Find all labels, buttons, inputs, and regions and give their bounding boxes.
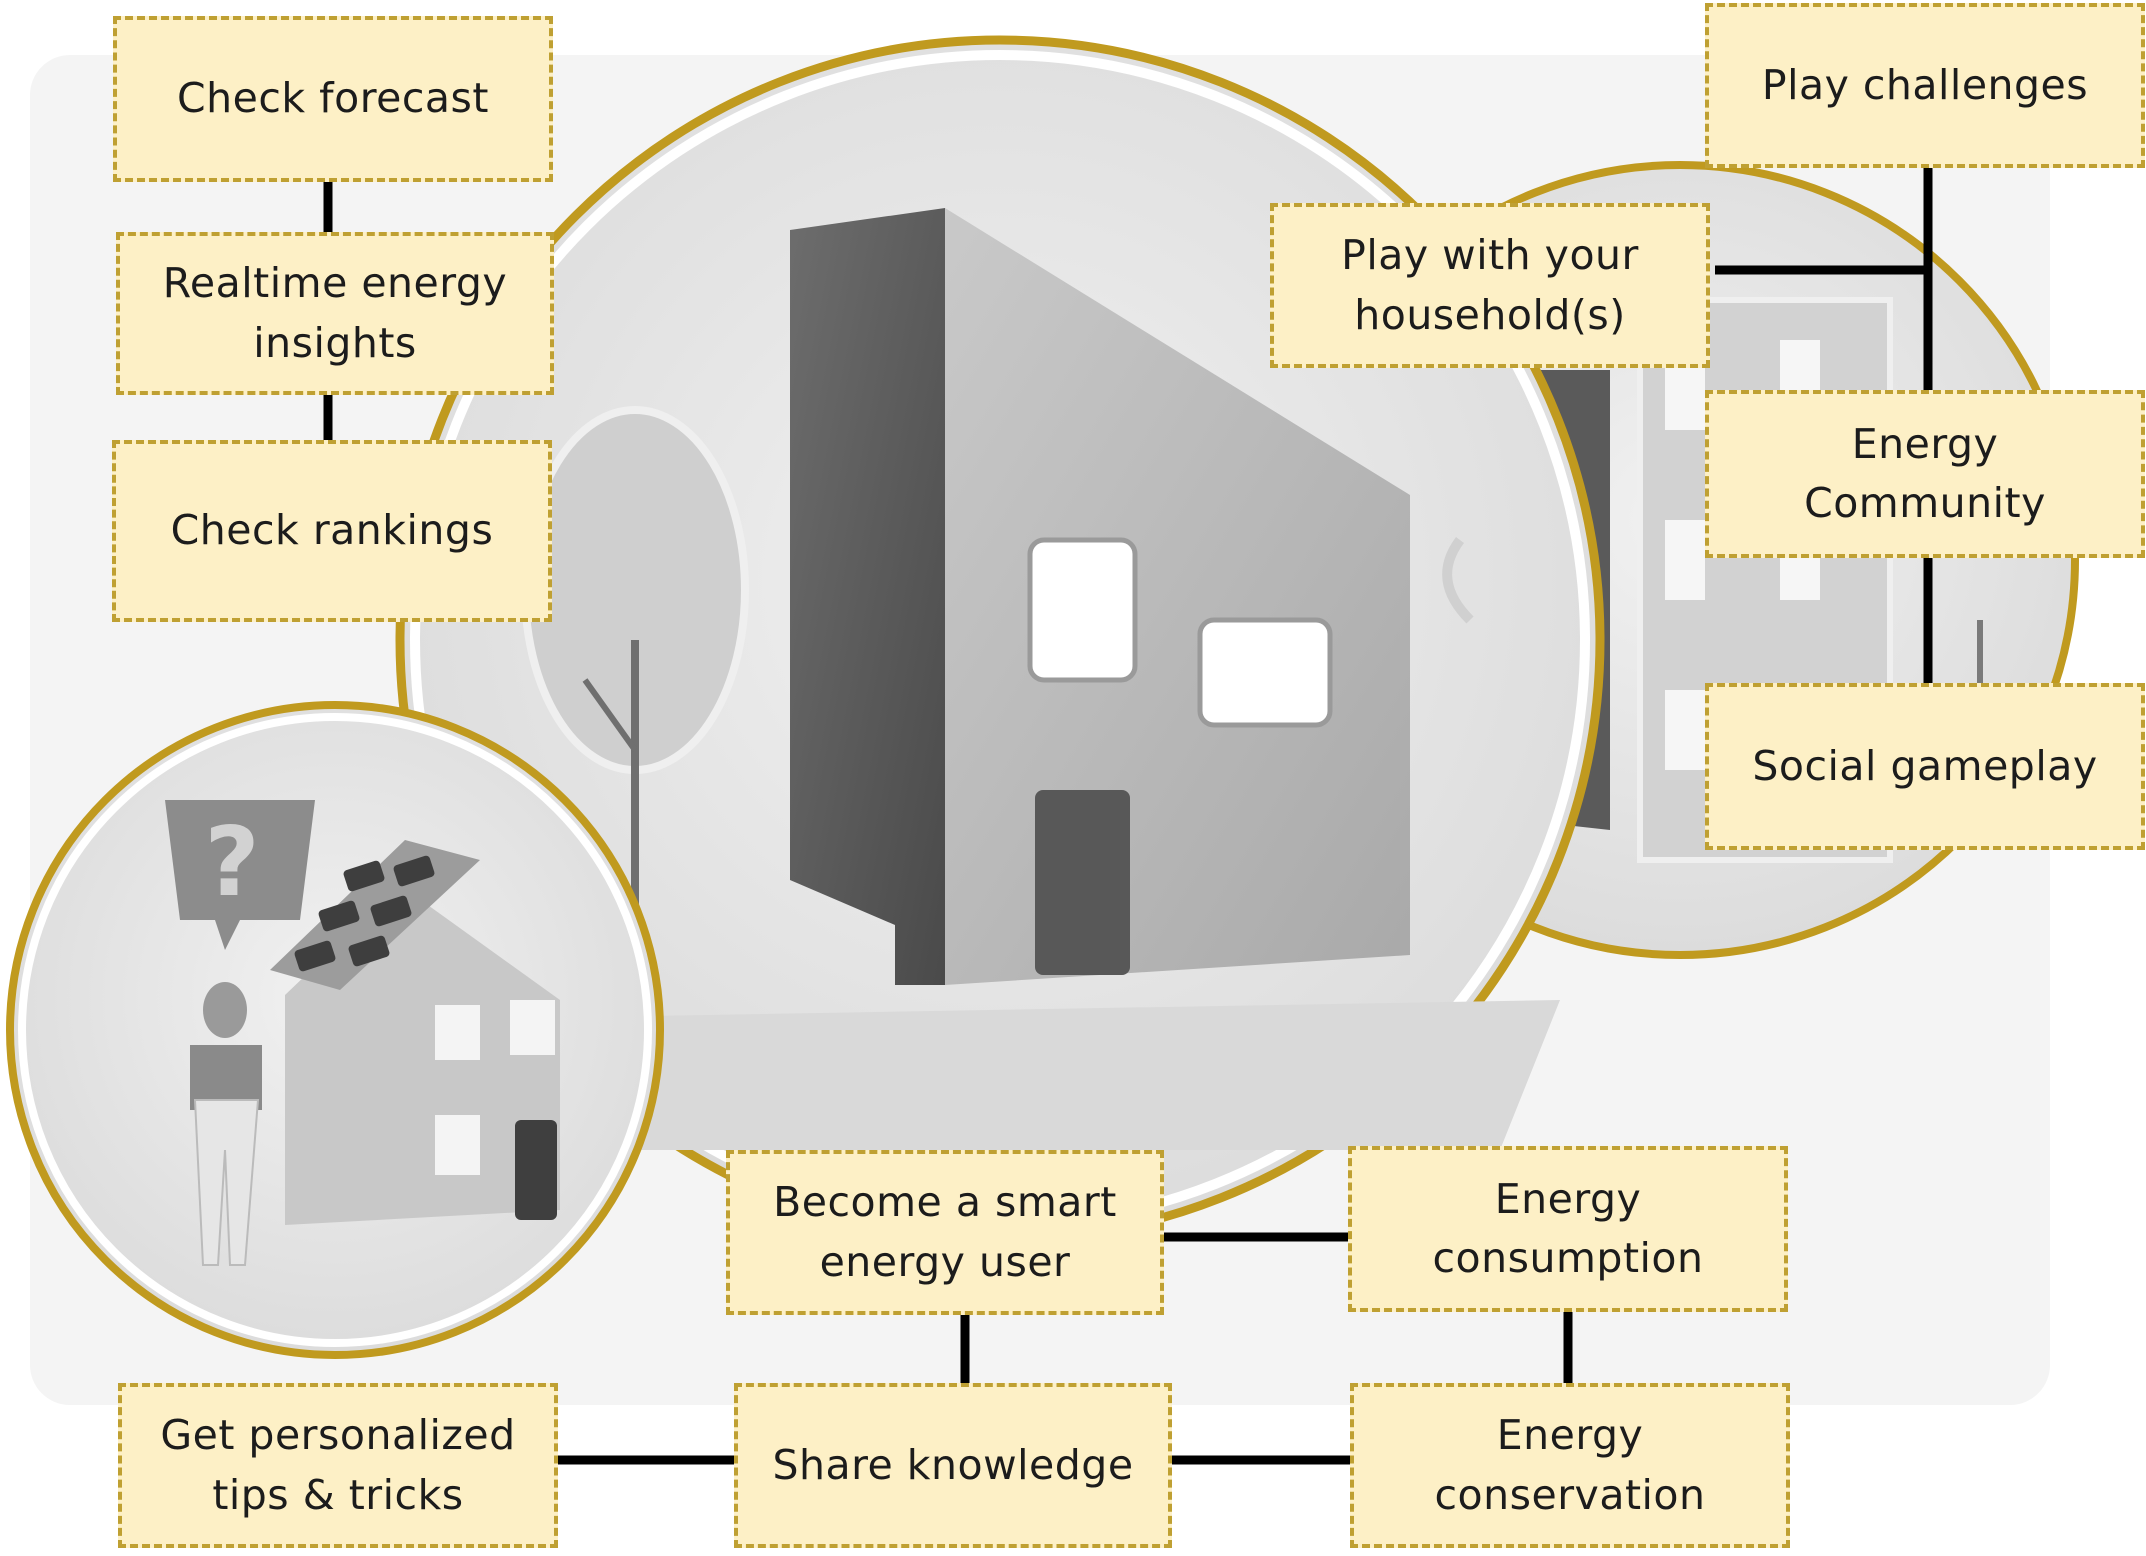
box-share-knowledge: Share knowledge	[734, 1383, 1172, 1548]
box-energy-community: Energy Community	[1705, 390, 2145, 558]
box-realtime-energy-insights: Realtime energy insights	[116, 232, 554, 395]
left-scene: ?	[6, 701, 664, 1359]
box-check-forecast: Check forecast	[113, 16, 553, 182]
box-personalized-tips: Get personalized tips & tricks	[118, 1383, 558, 1548]
box-become-smart-energy-user: Become a smart energy user	[726, 1150, 1164, 1315]
box-social-gameplay: Social gameplay	[1705, 683, 2145, 850]
box-energy-conservation: Energy conservation	[1350, 1383, 1790, 1548]
person-figure	[190, 982, 262, 1266]
connectors	[323, 168, 1933, 1465]
svg-text:?: ?	[204, 808, 259, 918]
box-check-rankings: Check rankings	[112, 440, 552, 622]
box-play-with-household: Play with your household(s)	[1270, 203, 1710, 368]
box-play-challenges: Play challenges	[1705, 3, 2145, 168]
question-bubble-icon: ?	[165, 800, 315, 950]
box-energy-consumption: Energy consumption	[1348, 1146, 1788, 1312]
